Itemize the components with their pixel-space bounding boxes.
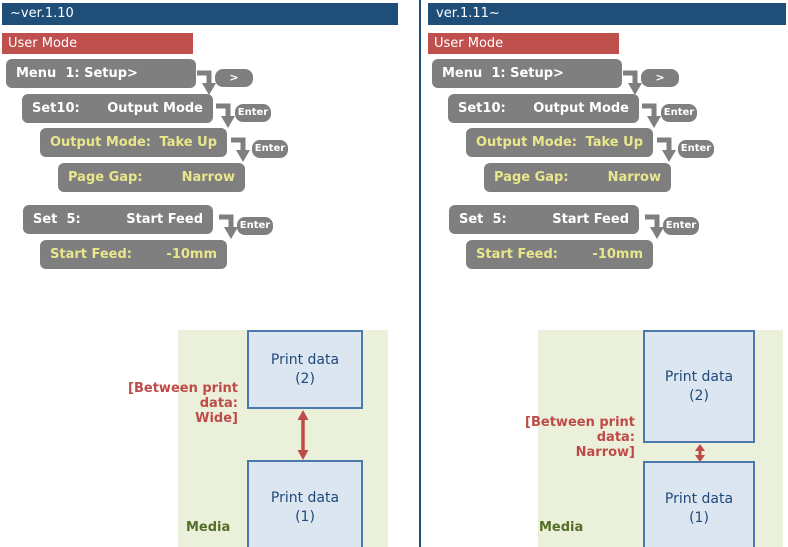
down-elbow-arrow-icon bbox=[657, 137, 676, 162]
gap-annotation: [Between print data: Narrow] bbox=[487, 415, 635, 460]
lcd-value: Take Up bbox=[159, 135, 217, 150]
lcd-text: Output Mode: bbox=[476, 135, 578, 150]
lcd-value: Narrow bbox=[607, 170, 661, 185]
down-elbow-arrow-icon bbox=[642, 103, 661, 128]
gap-annotation-line1: [Between print data: bbox=[525, 415, 635, 445]
next-key-button: > bbox=[215, 69, 253, 87]
version-header-right: ver.1.11~ bbox=[428, 3, 786, 25]
print-data-number: (2) bbox=[295, 370, 315, 387]
down-elbow-arrow-icon bbox=[219, 214, 238, 239]
print-data-number: (2) bbox=[689, 387, 709, 404]
lcd-text: Start Feed: bbox=[50, 247, 132, 262]
lcd-text: Menu 1: Setup> bbox=[442, 66, 564, 81]
enter-key-button: Enter bbox=[237, 217, 273, 235]
down-elbow-arrow-icon bbox=[623, 70, 642, 95]
print-data-2-box: Print data (2) bbox=[643, 330, 755, 443]
lcd-text: Start Feed bbox=[126, 212, 203, 227]
down-elbow-arrow-icon bbox=[231, 137, 250, 162]
lcd-set5-start-feed-right: Set 5: Start Feed bbox=[449, 205, 639, 234]
down-elbow-arrow-icon bbox=[645, 214, 664, 239]
lcd-text: Set10: bbox=[32, 101, 80, 116]
print-data-2-box: Print data (2) bbox=[247, 330, 363, 409]
lcd-output-mode-takeup-left: Output Mode: Take Up bbox=[40, 128, 227, 157]
enter-key-button: Enter bbox=[252, 140, 288, 158]
lcd-text: Set 5: bbox=[33, 212, 81, 227]
media-label: Media bbox=[539, 520, 584, 535]
lcd-menu-setup-left: Menu 1: Setup> bbox=[6, 59, 196, 88]
print-data-number: (1) bbox=[689, 509, 709, 526]
lcd-text: Output Mode: bbox=[50, 135, 152, 150]
user-mode-bar-left: User Mode bbox=[2, 33, 193, 54]
gap-double-arrow-icon bbox=[297, 410, 309, 460]
column-divider bbox=[419, 0, 421, 547]
enter-key-button: Enter bbox=[235, 104, 271, 122]
gap-double-arrow-icon bbox=[695, 444, 705, 462]
gap-annotation-line2: Wide] bbox=[195, 411, 238, 426]
lcd-text: Set10: bbox=[458, 101, 506, 116]
version-header-left: ~ver.1.10 bbox=[2, 3, 398, 25]
lcd-text: Page Gap: bbox=[494, 170, 569, 185]
lcd-value: Take Up bbox=[585, 135, 643, 150]
lcd-text: Page Gap: bbox=[68, 170, 143, 185]
gap-annotation: [Between print data: Wide] bbox=[90, 381, 238, 426]
print-data-1-box: Print data (1) bbox=[247, 460, 363, 547]
media-label: Media bbox=[186, 520, 231, 535]
lcd-text: Output Mode bbox=[107, 101, 203, 116]
print-data-number: (1) bbox=[295, 508, 315, 525]
lcd-text: Set 5: bbox=[459, 212, 507, 227]
print-data-1-box: Print data (1) bbox=[643, 461, 755, 547]
lcd-text: Output Mode bbox=[533, 101, 629, 116]
lcd-start-feed-value-left: Start Feed: -10mm bbox=[40, 240, 227, 269]
lcd-output-mode-takeup-right: Output Mode: Take Up bbox=[466, 128, 653, 157]
lcd-set5-start-feed-left: Set 5: Start Feed bbox=[23, 205, 213, 234]
lcd-value: -10mm bbox=[592, 247, 643, 262]
print-data-label: Print data bbox=[664, 490, 734, 507]
gap-annotation-line1: [Between print data: bbox=[128, 381, 238, 411]
lcd-text: Menu 1: Setup> bbox=[16, 66, 138, 81]
next-key-button: > bbox=[641, 69, 679, 87]
print-data-label: Print data bbox=[270, 489, 340, 506]
enter-key-button: Enter bbox=[663, 217, 699, 235]
lcd-text: Start Feed bbox=[552, 212, 629, 227]
print-data-label: Print data bbox=[664, 368, 734, 385]
lcd-page-gap-narrow-left: Page Gap: Narrow bbox=[58, 163, 245, 192]
enter-key-button: Enter bbox=[661, 104, 697, 122]
lcd-set10-output-mode-right: Set10: Output Mode bbox=[448, 94, 639, 123]
down-elbow-arrow-icon bbox=[197, 70, 216, 95]
enter-key-button: Enter bbox=[678, 140, 714, 158]
lcd-value: -10mm bbox=[166, 247, 217, 262]
lcd-menu-setup-right: Menu 1: Setup> bbox=[432, 59, 622, 88]
lcd-value: Narrow bbox=[181, 170, 235, 185]
lcd-set10-output-mode-left: Set10: Output Mode bbox=[22, 94, 213, 123]
user-mode-bar-right: User Mode bbox=[428, 33, 619, 54]
down-elbow-arrow-icon bbox=[216, 103, 235, 128]
gap-annotation-line2: Narrow] bbox=[575, 445, 635, 460]
print-data-label: Print data bbox=[270, 351, 340, 368]
lcd-text: Start Feed: bbox=[476, 247, 558, 262]
lcd-page-gap-narrow-right: Page Gap: Narrow bbox=[484, 163, 671, 192]
lcd-start-feed-value-right: Start Feed: -10mm bbox=[466, 240, 653, 269]
